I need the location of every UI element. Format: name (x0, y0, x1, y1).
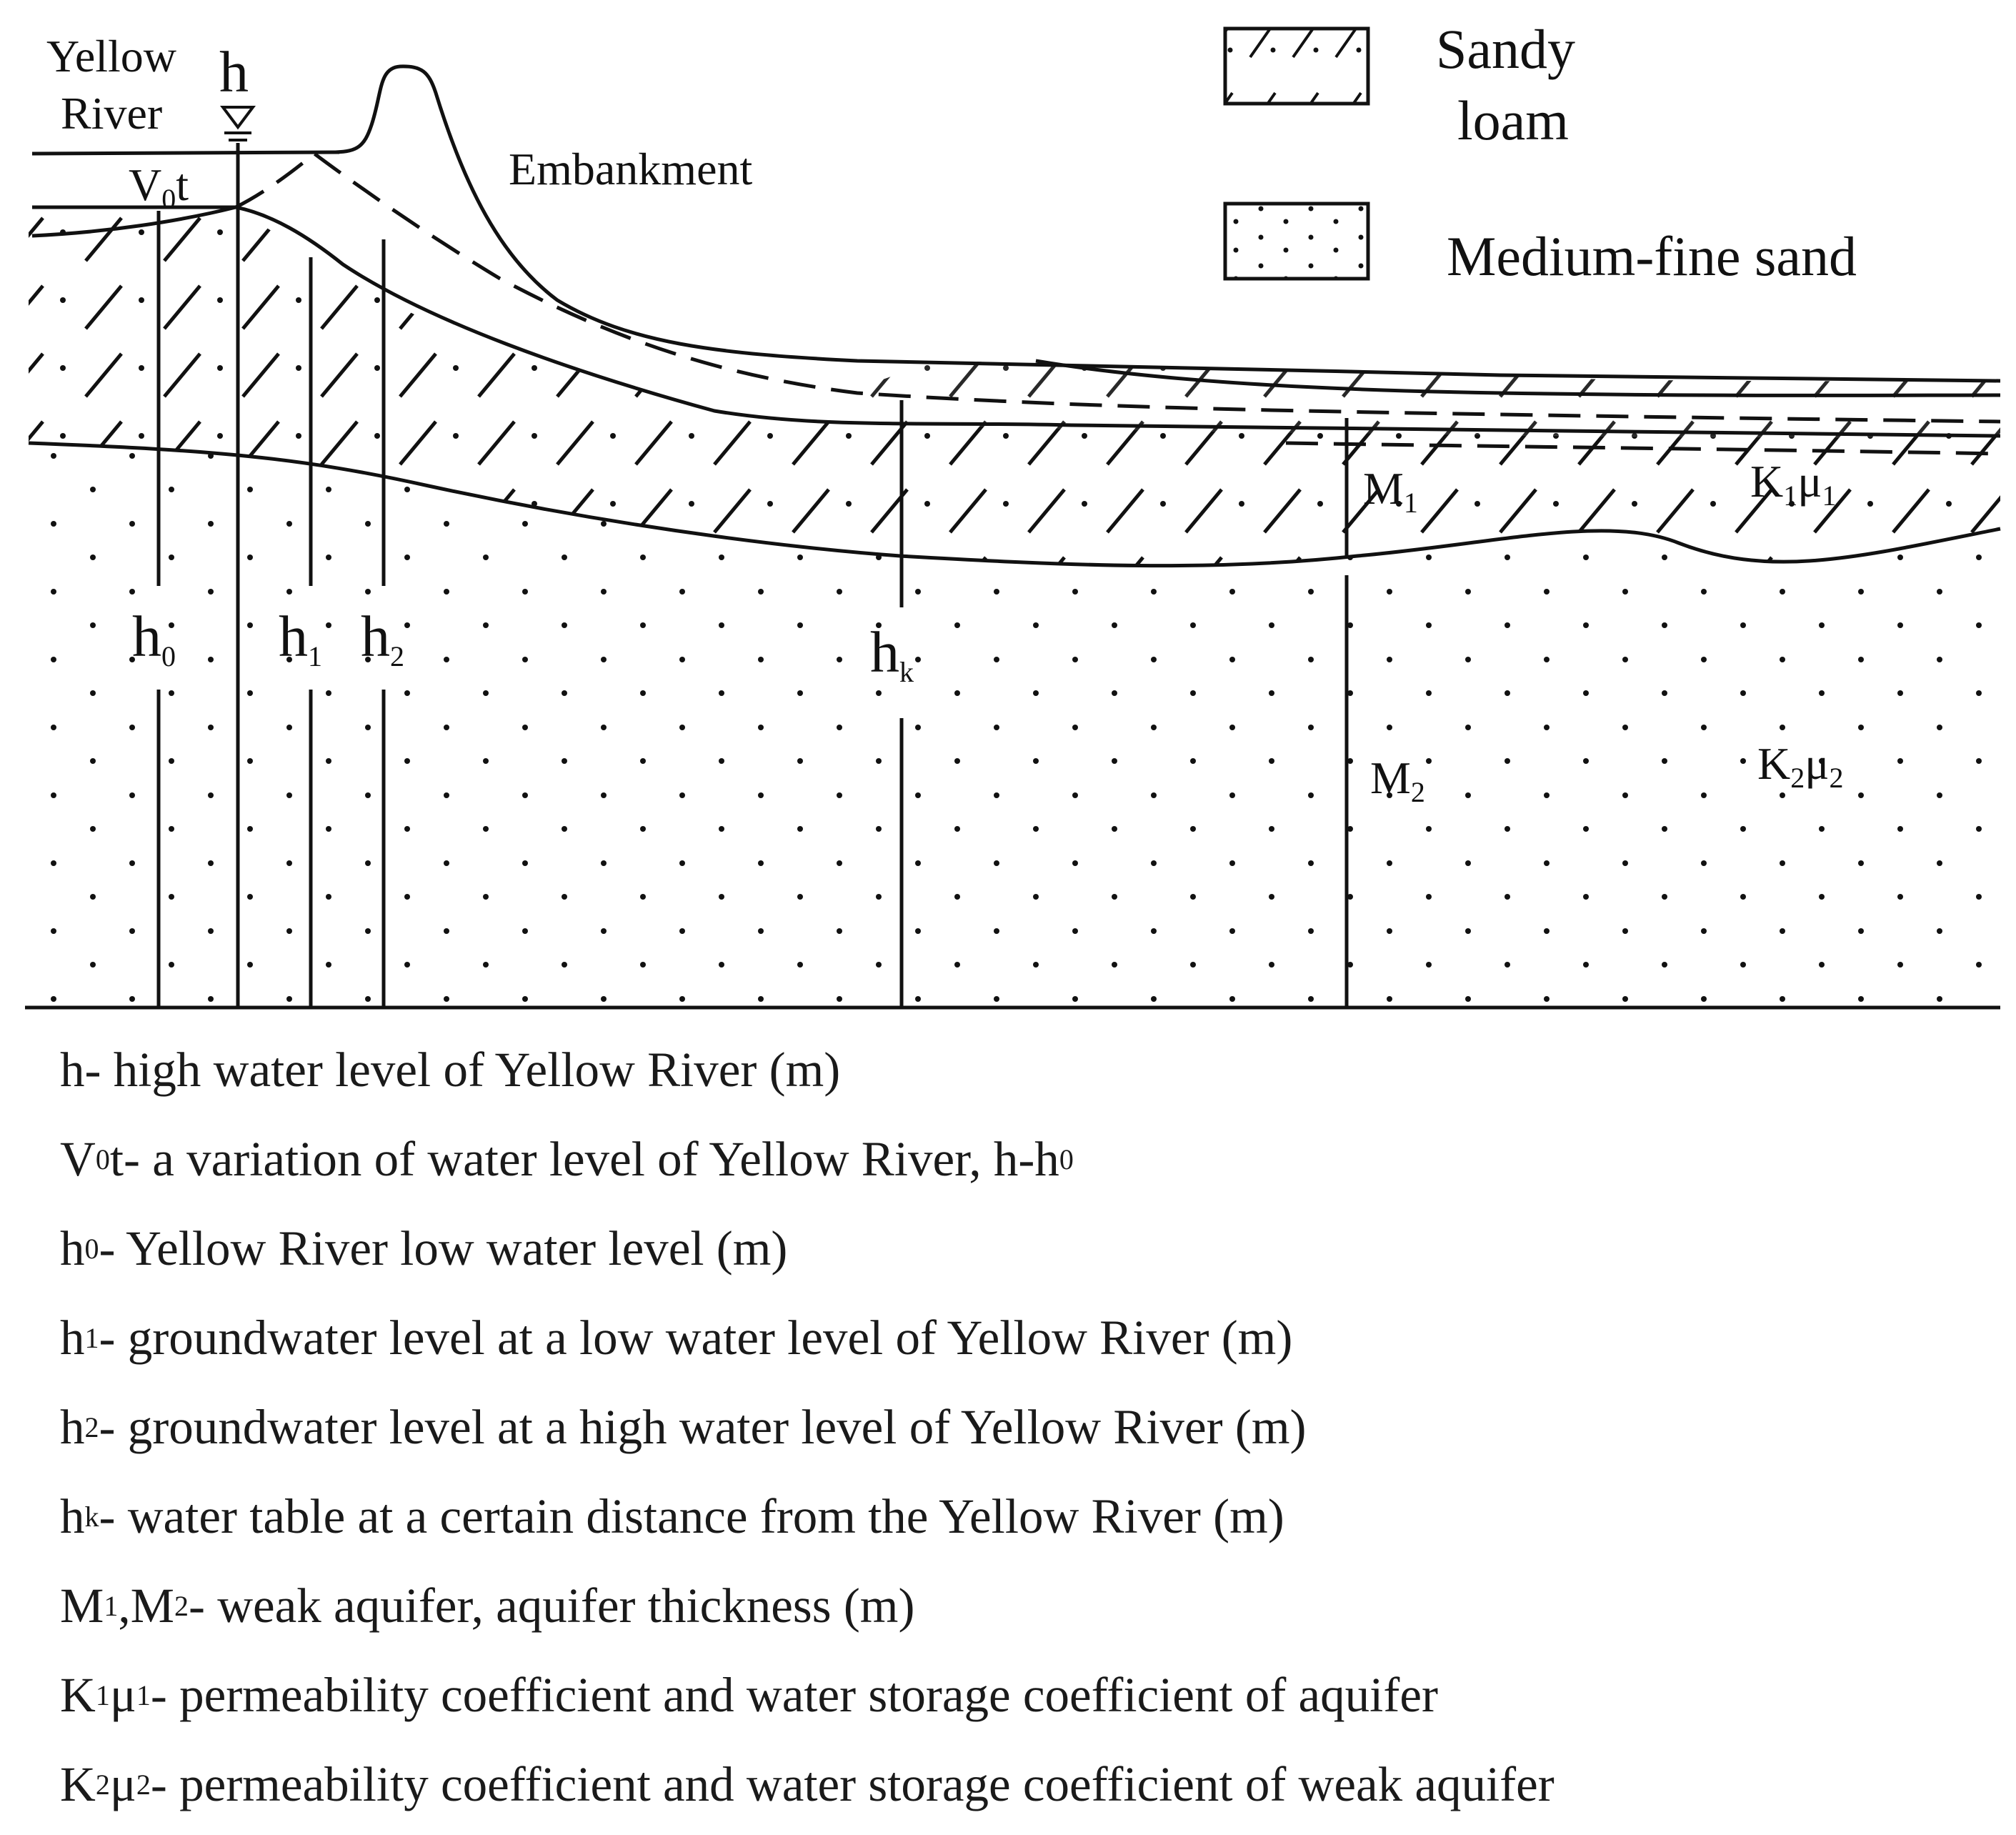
surface-strip (750, 361, 2000, 438)
layer-boundary-line (28, 441, 2001, 568)
water-level-symbol (220, 106, 256, 141)
v0t-label: V0t (129, 159, 189, 215)
h-label: h (219, 39, 249, 104)
h0-label: h0 (132, 604, 176, 672)
m1-label: M1 (1363, 463, 1418, 519)
sky-mask (0, 0, 2016, 382)
legend-swatch-sandy-loam (1223, 26, 1370, 106)
legend-label-medium-fine-sand: Medium-fine sand (1447, 225, 1857, 287)
high-water-groundwater-line (234, 151, 2001, 424)
dashed-line-lower (1285, 441, 2001, 456)
low-water-groundwater-line (31, 205, 2001, 438)
h1-label: h1 (279, 604, 322, 672)
legend-label-sandy-loam-1: Sandy (1436, 18, 1575, 80)
m2-label: M2 (1370, 752, 1425, 808)
surface-line-lower (1035, 359, 2001, 397)
sandy-loam-layer (29, 206, 2000, 566)
river-high-level-line (31, 150, 340, 156)
river-label-line2: River (61, 88, 162, 139)
cross-section-diagram: Yellow River h V0t Embankment h0 h1 h2 h… (0, 0, 2016, 1010)
embankment-surface-line (335, 64, 2001, 383)
hk-label: hk (870, 620, 914, 688)
medium-fine-sand-layer (29, 443, 2000, 1008)
legend-swatch-medium-fine-sand (1223, 202, 1370, 281)
embankment-label: Embankment (509, 144, 752, 194)
legend: Sandy loam Medium-fine sand (1223, 18, 1857, 287)
h2-label: h2 (361, 604, 404, 672)
definitions-list: h- high water level of Yellow River (m) … (60, 1025, 2003, 1829)
definition-h: h- high water level of Yellow River (m) (60, 1043, 841, 1097)
k2u2-label: K2μ2 (1757, 738, 1844, 794)
legend-label-sandy-loam-2: loam (1457, 89, 1569, 151)
river-label-line1: Yellow (46, 31, 176, 81)
k1u1-label: K1μ1 (1750, 456, 1837, 512)
